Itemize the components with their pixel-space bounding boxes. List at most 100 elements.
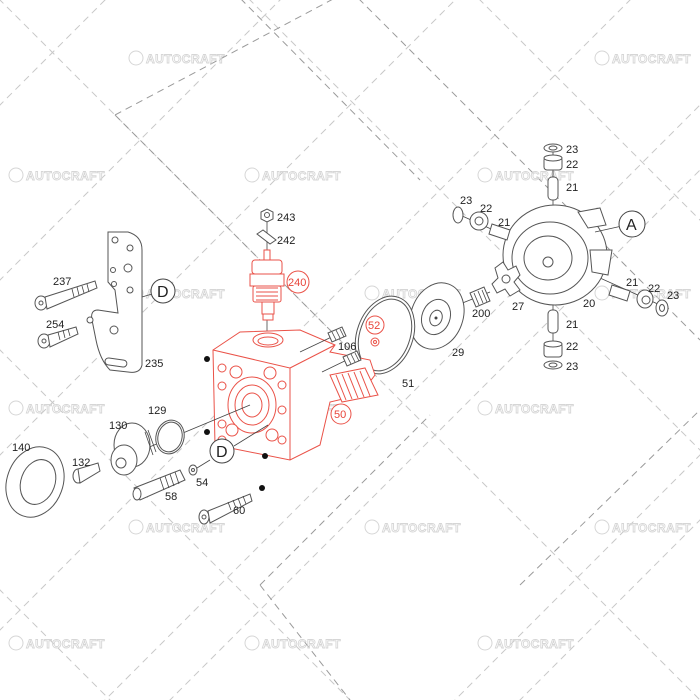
part-52-seal[interactable]	[370, 337, 380, 347]
part-58-fitting[interactable]	[132, 469, 186, 501]
svg-text:240: 240	[288, 277, 306, 289]
watermark: AUTOCRAFT	[8, 167, 105, 183]
label-21: 21	[498, 217, 510, 229]
part-242-terminal[interactable]	[256, 229, 277, 245]
label-130: 130	[109, 420, 127, 432]
label-243: 243	[277, 212, 295, 224]
label-29: 29	[452, 347, 464, 359]
svg-text:52: 52	[368, 320, 380, 332]
svg-text:AUTOCRAFT: AUTOCRAFT	[262, 169, 341, 183]
label-23: 23	[566, 144, 578, 156]
part-29-end-plate[interactable]	[401, 275, 473, 357]
part-23-washer-left[interactable]	[452, 206, 464, 224]
part-21-pin-left[interactable]	[488, 223, 511, 241]
svg-text:AUTOCRAFT: AUTOCRAFT	[382, 521, 461, 535]
part-23-washer-bottom[interactable]	[543, 360, 563, 370]
part-22-roller-top[interactable]	[543, 154, 563, 171]
watermark: AUTOCRAFT	[477, 635, 574, 651]
part-106-spring[interactable]	[299, 326, 362, 373]
watermark: AUTOCRAFT	[594, 50, 691, 66]
part-27-drive-spider[interactable]	[491, 261, 521, 297]
label-20: 20	[583, 298, 595, 310]
label-21: 21	[626, 277, 638, 289]
cam-ring-assembly: A 23 22 21 23 22 21 21 22 23 20 27 21 22…	[452, 143, 679, 373]
part-129-o-ring[interactable]	[152, 417, 188, 457]
watermark: AUTOCRAFT	[8, 635, 105, 651]
watermark: AUTOCRAFT	[128, 285, 225, 301]
svg-text:D: D	[157, 284, 169, 301]
label-23: 23	[460, 195, 472, 207]
part-23-washer-right[interactable]	[655, 299, 669, 317]
label-132: 132	[72, 457, 90, 469]
label-242: 242	[277, 235, 295, 247]
callout-50[interactable]: 50	[330, 403, 352, 425]
part-130-adapter[interactable]	[110, 422, 157, 476]
part-21-pin-bottom[interactable]	[547, 309, 559, 334]
part-22-roller-left[interactable]	[469, 211, 489, 231]
part-140-seal-ring[interactable]	[0, 439, 74, 526]
svg-text:AUTOCRAFT: AUTOCRAFT	[146, 52, 225, 66]
label-58: 58	[165, 491, 177, 503]
part-200-spring[interactable]	[469, 286, 491, 308]
callout-240[interactable]: 240	[286, 270, 310, 294]
label-23: 23	[566, 361, 578, 373]
label-106: 106	[338, 341, 356, 353]
svg-text:A: A	[626, 217, 637, 234]
label-51: 51	[402, 378, 414, 390]
svg-text:AUTOCRAFT: AUTOCRAFT	[26, 637, 105, 651]
part-60-bolt[interactable]	[198, 493, 253, 525]
label-254: 254	[46, 319, 64, 331]
label-60: 60	[233, 505, 245, 517]
label-200: 200	[472, 308, 490, 320]
label-22: 22	[648, 283, 660, 295]
callout-a[interactable]: A	[618, 210, 646, 238]
label-21: 21	[566, 319, 578, 331]
svg-text:AUTOCRAFT: AUTOCRAFT	[26, 169, 105, 183]
label-21: 21	[566, 182, 578, 194]
label-237: 237	[53, 276, 71, 288]
part-254-bolt[interactable]	[37, 326, 79, 349]
part-243-nut[interactable]	[260, 208, 274, 223]
solenoid-valve-assembly: 243 242 240	[249, 208, 310, 345]
svg-text:AUTOCRAFT: AUTOCRAFT	[262, 637, 341, 651]
watermark: AUTOCRAFT	[364, 519, 461, 535]
watermark: AUTOCRAFT	[477, 400, 574, 416]
label-54: 54	[196, 477, 208, 489]
part-21-pin-right[interactable]	[608, 284, 631, 302]
watermark: AUTOCRAFT	[128, 50, 225, 66]
label-22: 22	[480, 203, 492, 215]
part-54-washer[interactable]	[188, 464, 198, 476]
svg-text:AUTOCRAFT: AUTOCRAFT	[495, 402, 574, 416]
watermark: AUTOCRAFT	[8, 400, 105, 416]
label-140: 140	[12, 442, 30, 454]
part-237-bolt[interactable]	[34, 280, 98, 311]
part-20-cam-ring[interactable]	[502, 204, 613, 306]
svg-text:AUTOCRAFT: AUTOCRAFT	[612, 521, 691, 535]
part-132-screw[interactable]	[72, 462, 101, 484]
part-22-roller-right[interactable]	[636, 289, 654, 309]
part-50-pump-housing[interactable]	[204, 329, 379, 491]
callout-d-housing[interactable]: D	[209, 438, 235, 464]
label-23: 23	[667, 290, 679, 302]
part-21-pin-top[interactable]	[547, 176, 559, 201]
label-22: 22	[566, 341, 578, 353]
callout-d-bracket[interactable]: D	[150, 278, 176, 304]
front-cover-assembly: 140 132 130 129 58 54	[0, 404, 269, 526]
label-27: 27	[512, 301, 524, 313]
watermark: AUTOCRAFT	[594, 519, 691, 535]
svg-text:AUTOCRAFT: AUTOCRAFT	[26, 402, 105, 416]
part-240-solenoid-valve[interactable]	[249, 249, 285, 321]
part-235-bracket[interactable]	[86, 231, 143, 373]
label-22: 22	[566, 159, 578, 171]
svg-text:AUTOCRAFT: AUTOCRAFT	[495, 637, 574, 651]
svg-text:AUTOCRAFT: AUTOCRAFT	[146, 521, 225, 535]
svg-text:D: D	[216, 444, 228, 461]
label-129: 129	[148, 405, 166, 417]
svg-text:AUTOCRAFT: AUTOCRAFT	[495, 169, 574, 183]
bracket-assembly: 235 237 254 D	[34, 231, 176, 373]
part-23-washer-top[interactable]	[543, 143, 563, 153]
part-22-roller-bottom[interactable]	[543, 340, 563, 358]
callout-52[interactable]: 52	[365, 315, 385, 335]
svg-text:50: 50	[334, 409, 346, 421]
